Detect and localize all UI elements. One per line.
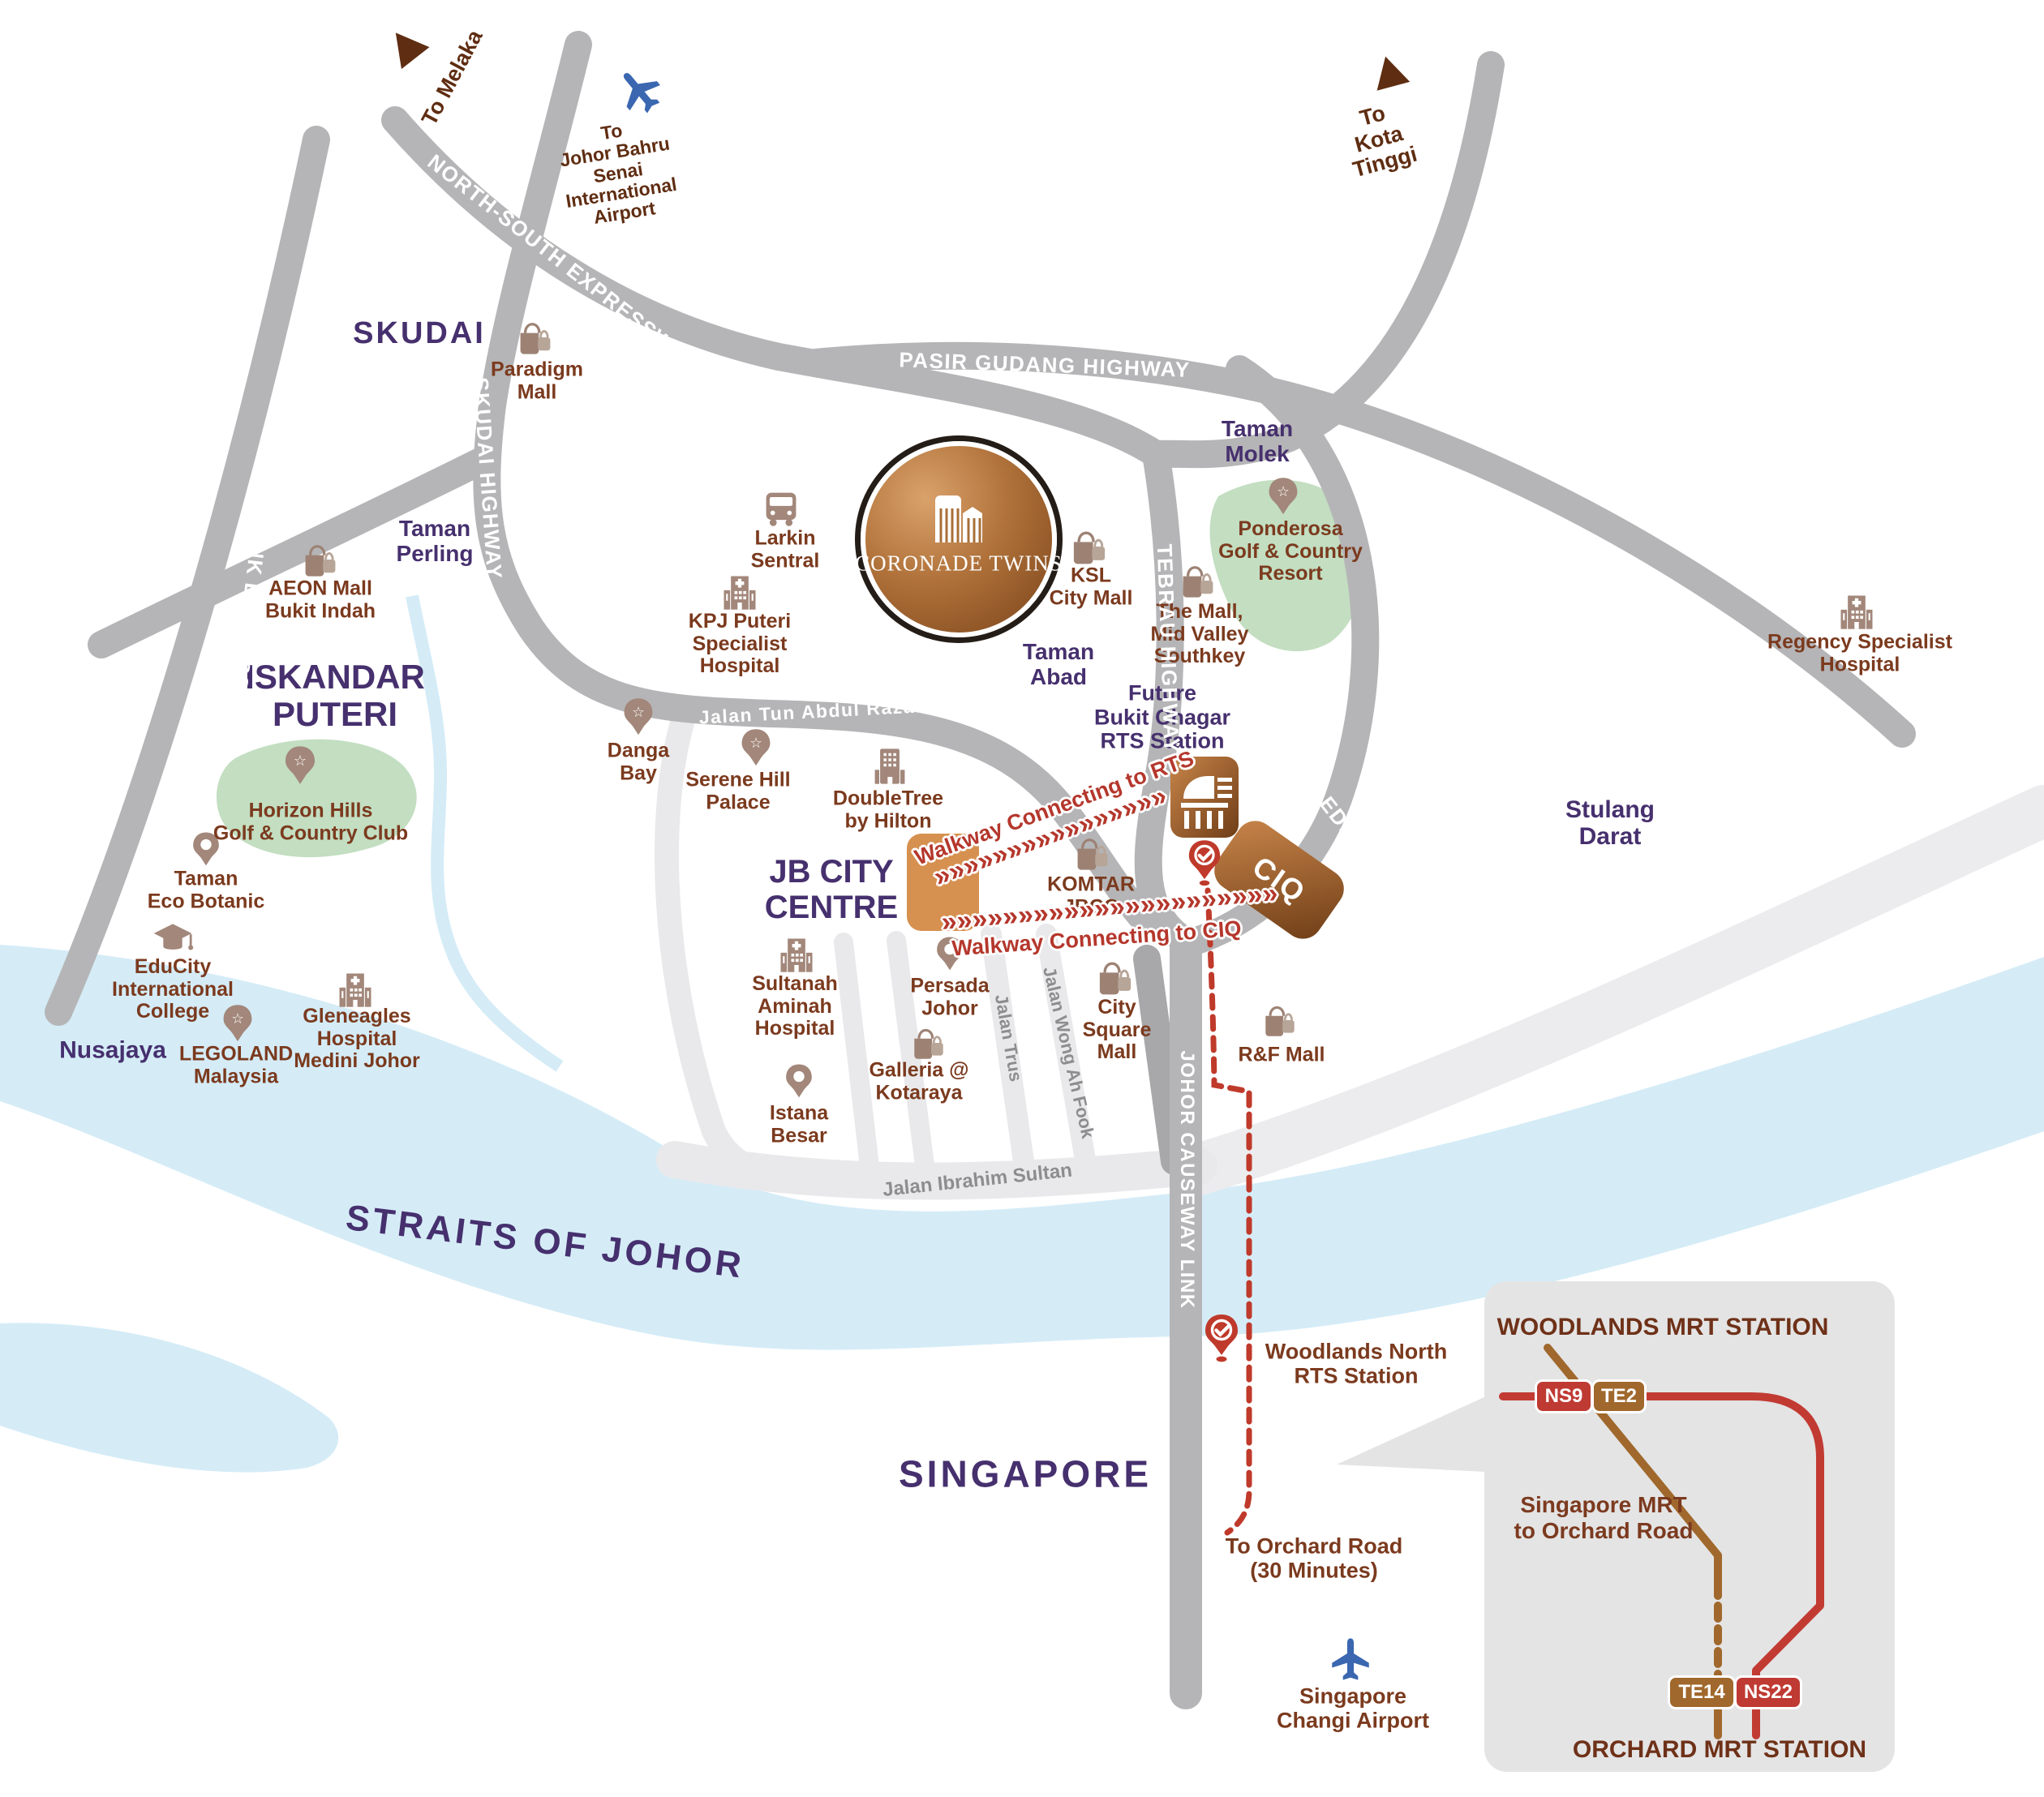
pasir-gudang-highway-road [801,341,1916,748]
aeon-mall-icon [299,538,341,581]
serene-hill-pin-icon [738,727,774,772]
galleria-bag-icon [908,1023,949,1063]
rts-cross-border-dashed-route [1204,887,1252,1536]
ns-line [1499,1392,1824,1739]
inset-pointer-tail [1337,1396,1486,1472]
city-square-bag-icon [1093,955,1137,999]
danga-river [406,594,564,1072]
horizon-hills-green-area [216,739,417,858]
jalan-ibrahim-sultan-road [656,1141,1217,1200]
changi-airport-plane-icon [1328,1636,1373,1682]
inset-ns22-badge: NS22 [1734,1675,1802,1709]
inset-woodlands-title: WOODLANDS MRT STATION [1496,1314,1829,1340]
coronade-buildings-icon [935,495,982,543]
city-street-2 [887,931,934,1175]
ponderosa-pin-icon [1265,476,1301,521]
jalan-wong-ah-fook-road [1036,924,1096,1170]
kpj-hospital-icon [719,571,761,613]
skudai-highway-road [473,31,1159,935]
straits-of-johor-water [0,945,2044,1350]
inset-orchard-title: ORCHARD MRT STATION [1572,1736,1867,1763]
sultanah-hospital-icon [775,933,818,976]
coronade-twins-logo-label: CORONADE TWINS [855,551,1063,576]
bukit-indah-connector-road [88,444,500,658]
coronade-twins-logo: CORONADE TWINS [855,441,1062,637]
woodlands-north-rts-pin-icon [1202,1313,1241,1363]
north-south-expressway-road [381,106,1170,468]
rf-mall-bag-icon [1260,1000,1300,1040]
galleria-kotaraya-label: Galleria @Kotaraya [869,1058,969,1104]
jb-city-centre-block [907,834,979,931]
second-link-expressway-road [45,126,330,1026]
road-label-johor-causeway-link: JOHOR CAUSEWAY LINK [1176,1050,1199,1310]
singapore-label: SINGAPORE [898,1452,1153,1495]
larkin-sentral-bus-icon [760,487,802,529]
paradigm-mall-icon [514,316,556,358]
skudai-label: SKUDAI [353,316,486,351]
mid-valley-icon [1177,560,1219,602]
inset-note-line2: to Orchard Road [1514,1518,1694,1543]
city-street-1 [834,933,879,1176]
to-orchard-road-label: To Orchard Road(30 Minutes) [1225,1533,1403,1582]
te-line-solid [1544,1344,1722,1587]
inset-note-line1: Singapore MRT [1520,1491,1687,1517]
ponderosa-green-area [1209,479,1366,652]
jalan-trus-road [981,924,1034,1172]
danga-bay-pin-icon [620,697,656,741]
istana-pin-icon [783,1062,815,1103]
regency-hospital-icon [1836,590,1878,633]
stulang-coastal-road [1173,785,2044,1195]
nusajaya-label: Nusajaya [59,1036,166,1064]
doubletree-hotel-icon [869,745,911,787]
tebrau-highway-road [1134,440,1203,957]
horizon-hills-pin-icon [281,744,319,791]
inset-ns9-badge: NS9 [1535,1379,1593,1413]
inset-te2-badge: TE2 [1591,1379,1647,1413]
ksl-mall-icon [1067,525,1111,568]
inset-singapore-mrt-note: Singapore MRT to Orchard Road [1514,1492,1694,1544]
rf-mall-label: R&F Mall [1238,1043,1325,1066]
kota-tinggi-road [1142,51,1505,469]
water-inlet [0,1323,339,1473]
bukit-chagar-rts-station-icon [1170,757,1239,838]
inset-te14-badge: TE14 [1668,1675,1736,1709]
ciq-checkpoint-pin-icon [1186,838,1223,887]
